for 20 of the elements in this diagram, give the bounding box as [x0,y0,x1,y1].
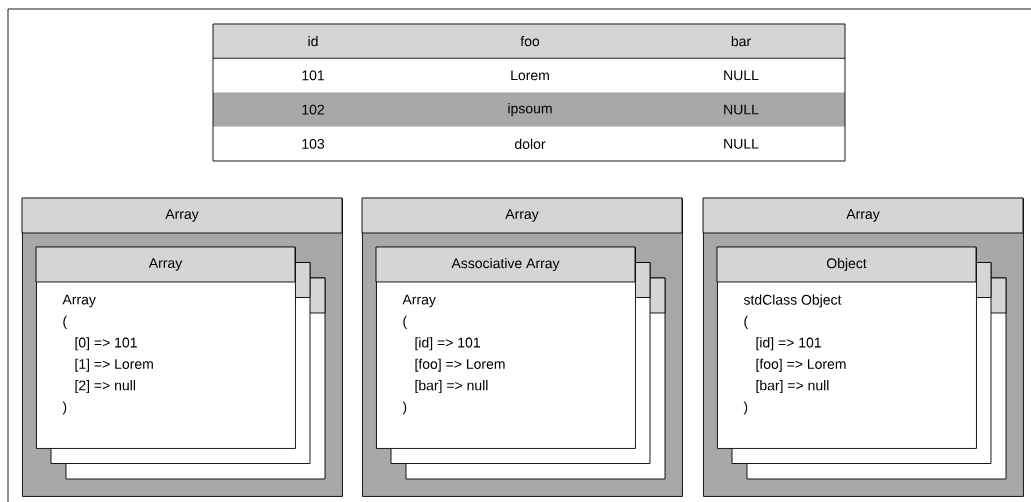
label: ipsoum [508,103,552,117]
card-stack: Object stdClass Object ( [id] => 101 [foo] => Lorem [bar] => null ) [716,246,1007,480]
node-label: Array [148,258,183,271]
label: NULL [724,70,759,81]
card-stack: Array Array ( [0] => 101 [1] => Lorem [2] => null ) [35,246,326,480]
table-row: 103 dolor NULL [213,126,845,161]
card-stack: Associative Array Array ( [id] => 101 [foo] => Lorem [bar] => null ) [375,246,666,480]
table-row: id foo bar [213,24,845,59]
node-label: Object [826,257,867,272]
label: id [308,35,318,47]
label: 101 [302,70,324,81]
label: bar [731,35,751,47]
label: dolor [515,138,546,150]
label: NULL [724,104,759,115]
label: 102 [302,104,324,115]
label: Lorem [511,70,549,81]
label: NULL [724,138,759,149]
label: foo [520,35,540,47]
table-row: 102 ipsoum NULL [213,92,845,127]
label: 103 [302,138,325,149]
